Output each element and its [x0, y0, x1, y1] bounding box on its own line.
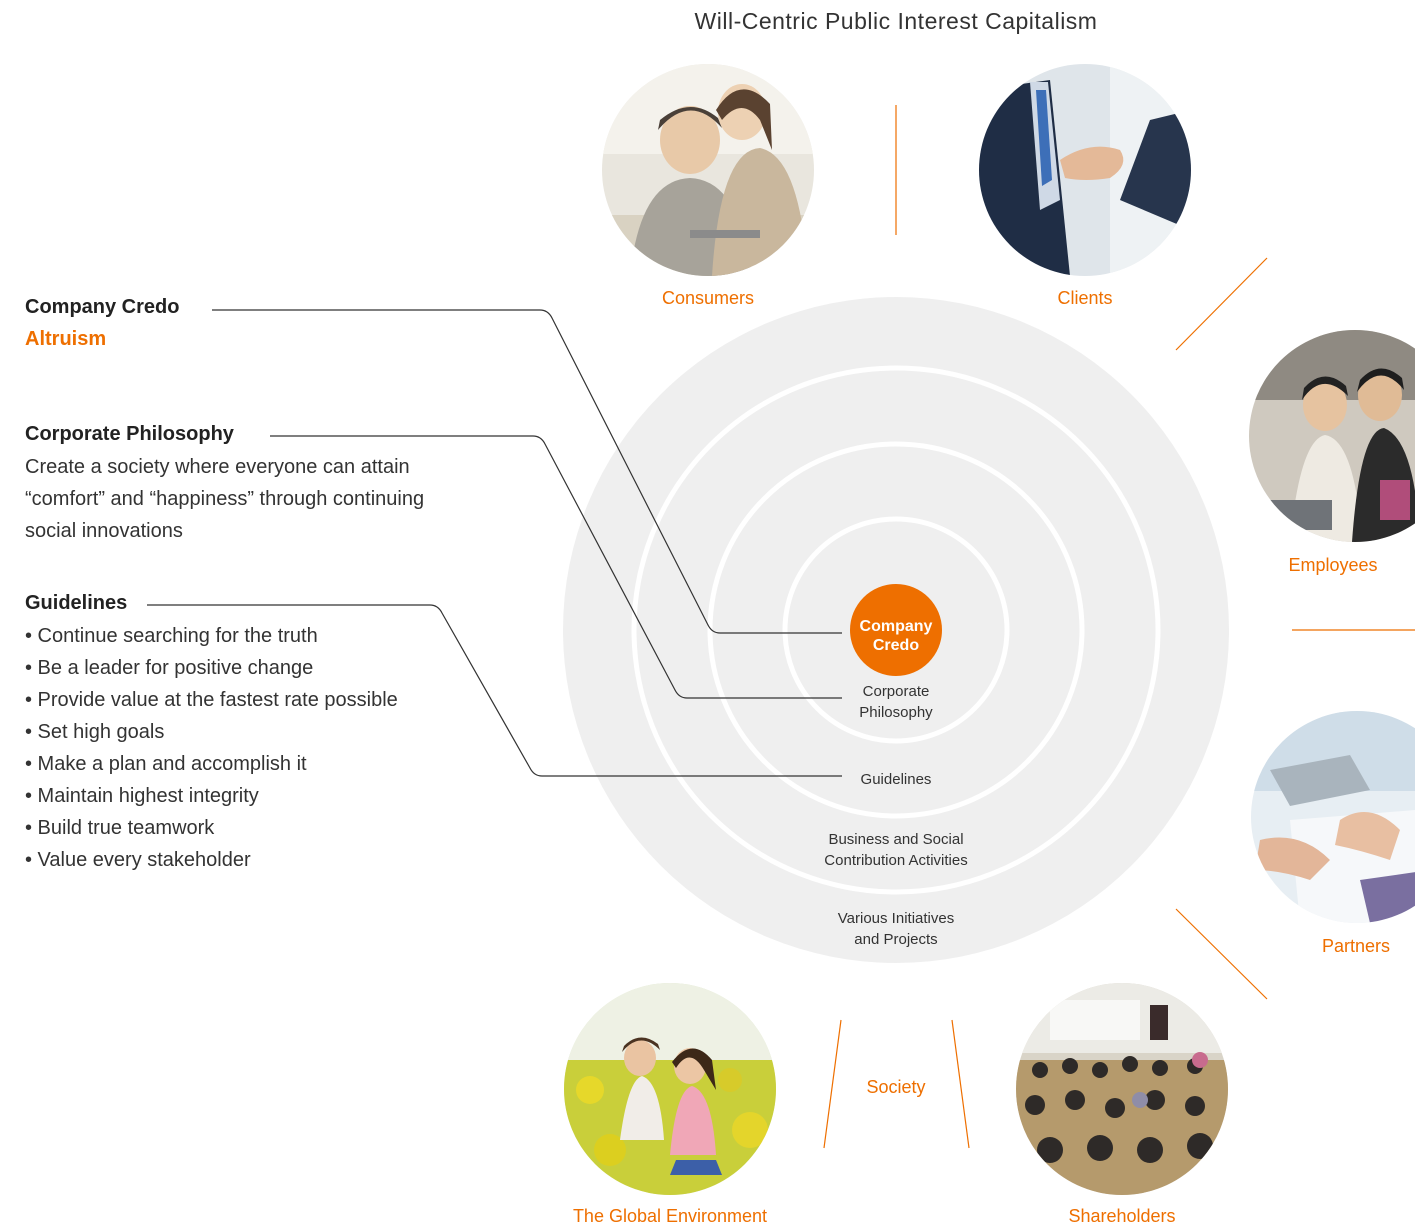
- stakeholder-label-global-environment: The Global Environment: [573, 1206, 767, 1226]
- philosophy-line-1: Create a society where everyone can atta…: [25, 456, 410, 478]
- stakeholder-label-partners: Partners: [1322, 936, 1390, 956]
- concentric-rings: [563, 297, 1229, 963]
- philosophy-line-3: social innovations: [25, 520, 183, 542]
- stakeholder-label-shareholders: Shareholders: [1068, 1206, 1175, 1226]
- ring-label-guidelines: Guidelines: [861, 771, 932, 788]
- center-label-line1: Company: [860, 618, 933, 635]
- separator-society-global: [823, 1019, 842, 1149]
- philosophy-heading: Corporate Philosophy: [25, 423, 238, 446]
- philosophy-line-2: “comfort” and “happiness” through contin…: [25, 488, 425, 510]
- page-title: Will-Centric Public Interest Capitalism: [694, 8, 1098, 34]
- connector-lines: [147, 309, 842, 777]
- stakeholder-label-clients: Clients: [1057, 288, 1112, 308]
- connector-guidelines: [147, 604, 842, 777]
- partners-photo: [1251, 711, 1415, 923]
- credo-heading: Company Credo: [25, 296, 184, 319]
- philosophy-text: Create a society where everyone can atta…: [25, 451, 424, 547]
- ring-philosophy-border: [782, 516, 1010, 744]
- guidelines-heading: Guidelines: [25, 592, 132, 615]
- ring-label-initiatives-2: and Projects: [854, 931, 937, 948]
- separator-partners-shareholders: [1175, 908, 1268, 1000]
- stakeholder-label-consumers: Consumers: [662, 288, 754, 308]
- guideline-item: • Provide value at the fastest rate poss…: [25, 689, 398, 711]
- guideline-item: • Be a leader for positive change: [25, 657, 314, 679]
- guideline-item: • Make a plan and accomplish it: [25, 753, 307, 775]
- separator-clients-employees: [1175, 257, 1268, 351]
- connector-philosophy: [270, 435, 842, 699]
- center-label-line2: Credo: [873, 637, 919, 654]
- employees-photo: [1249, 330, 1415, 542]
- ring-label-business-1: Business and Social: [828, 831, 963, 848]
- separator-shareholders-society: [951, 1019, 970, 1149]
- shareholders-photo: [1016, 983, 1228, 1195]
- guideline-item: • Maintain highest integrity: [25, 785, 259, 807]
- credo-value: Altruism: [25, 328, 107, 350]
- ring-label-initiatives-1: Various Initiatives: [838, 910, 954, 927]
- guidelines-list: • Continue searching for the truth • Be …: [25, 620, 398, 876]
- guideline-item: • Value every stakeholder: [25, 849, 251, 871]
- stakeholder-separators: [823, 105, 1415, 1149]
- connector-credo: [212, 309, 842, 634]
- clients-photo: [979, 64, 1191, 276]
- ring-label-philosophy-1: Corporate: [863, 683, 930, 700]
- guideline-item: • Continue searching for the truth: [25, 625, 318, 647]
- ring-label-business-2: Contribution Activities: [824, 852, 967, 869]
- ring-business-border: [631, 365, 1161, 895]
- ring-label-philosophy-2: Philosophy: [859, 704, 933, 721]
- guideline-item: • Set high goals: [25, 721, 165, 743]
- ring-guidelines-border: [707, 441, 1085, 819]
- stakeholder-label-employees: Employees: [1288, 555, 1377, 575]
- center-credo-circle: [850, 584, 942, 676]
- global-environment-photo: [564, 983, 776, 1195]
- stakeholder-label-society: Society: [866, 1077, 925, 1097]
- consumers-photo: [602, 64, 814, 276]
- guideline-item: • Build true teamwork: [25, 817, 215, 839]
